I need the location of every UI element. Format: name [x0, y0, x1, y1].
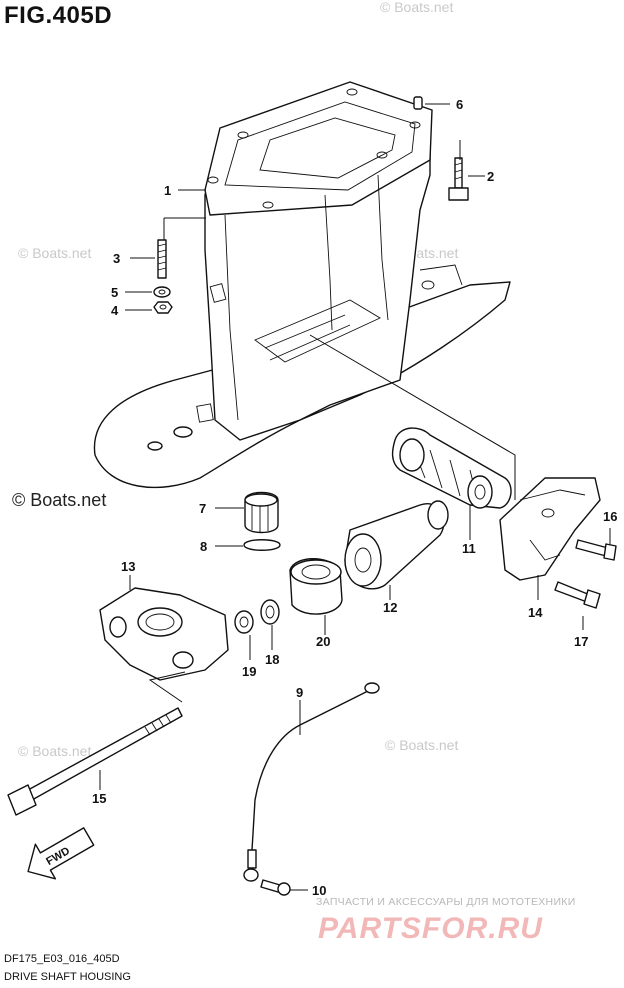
figure-code: DF175_E03_016_405D	[4, 953, 120, 965]
watermark-top: © Boats.net	[380, 0, 453, 15]
washer-18	[260, 599, 280, 625]
screw-10	[260, 879, 291, 896]
washer-19	[234, 610, 254, 634]
callout-9: 9	[296, 685, 303, 700]
mount-rubber-11	[391, 427, 512, 509]
callout-1: 1	[164, 183, 171, 198]
circlip-8	[243, 539, 281, 551]
dowel-pin-6	[413, 96, 423, 110]
callout-6: 6	[456, 97, 463, 112]
callout-2: 2	[487, 169, 494, 184]
callout-20: 20	[316, 634, 330, 649]
bolt-2	[448, 157, 469, 201]
callout-10: 10	[312, 883, 326, 898]
bracket-13	[99, 587, 229, 681]
watermark-main: © Boats.net	[12, 490, 106, 510]
ground-wire-9	[243, 682, 380, 882]
brand-logo: PARTSFOR.RU	[318, 912, 543, 945]
callout-18: 18	[265, 652, 279, 667]
bolt-17	[554, 581, 601, 609]
callout-13: 13	[121, 559, 135, 574]
drive-shaft-housing	[93, 81, 511, 489]
callout-15: 15	[92, 791, 106, 806]
bushing-7	[244, 491, 279, 534]
callout-5: 5	[111, 285, 118, 300]
callout-14: 14	[528, 605, 543, 620]
callout-16: 16	[603, 509, 617, 524]
callout-19: 19	[242, 664, 256, 679]
fwd-arrow-icon: FWD	[27, 827, 95, 880]
mount-housing-14	[499, 477, 601, 581]
stud-bolt-3	[157, 239, 167, 279]
figure-title: FIG.405D	[4, 2, 113, 29]
washer-5	[153, 286, 171, 298]
watermark-left: © Boats.net	[18, 245, 91, 261]
callout-8: 8	[200, 539, 207, 554]
callout-7: 7	[199, 501, 206, 516]
watermark-lower-left: © Boats.net	[18, 743, 91, 759]
callout-4: 4	[111, 303, 119, 318]
callout-11: 11	[462, 541, 476, 556]
watermark-lower-right: © Boats.net	[385, 737, 458, 753]
bolt-16	[575, 539, 617, 561]
nut-4	[153, 301, 173, 314]
brand-tagline: ЗАПЧАСТИ И АКСЕССУАРЫ ДЛЯ МОТОТЕХНИКИ	[316, 896, 576, 908]
lower-mount-12	[344, 500, 449, 590]
rubber-seal-20	[289, 558, 343, 615]
callout-numbers: 1 2 3 4 5 6 7 8 9 10 11 12 13 14 15 16 1…	[92, 97, 617, 898]
figure-name: DRIVE SHAFT HOUSING	[4, 971, 131, 983]
callout-12: 12	[383, 600, 397, 615]
callout-17: 17	[574, 634, 588, 649]
bolt-15	[7, 707, 183, 816]
leader-lines	[99, 103, 611, 891]
callout-3: 3	[113, 251, 120, 266]
